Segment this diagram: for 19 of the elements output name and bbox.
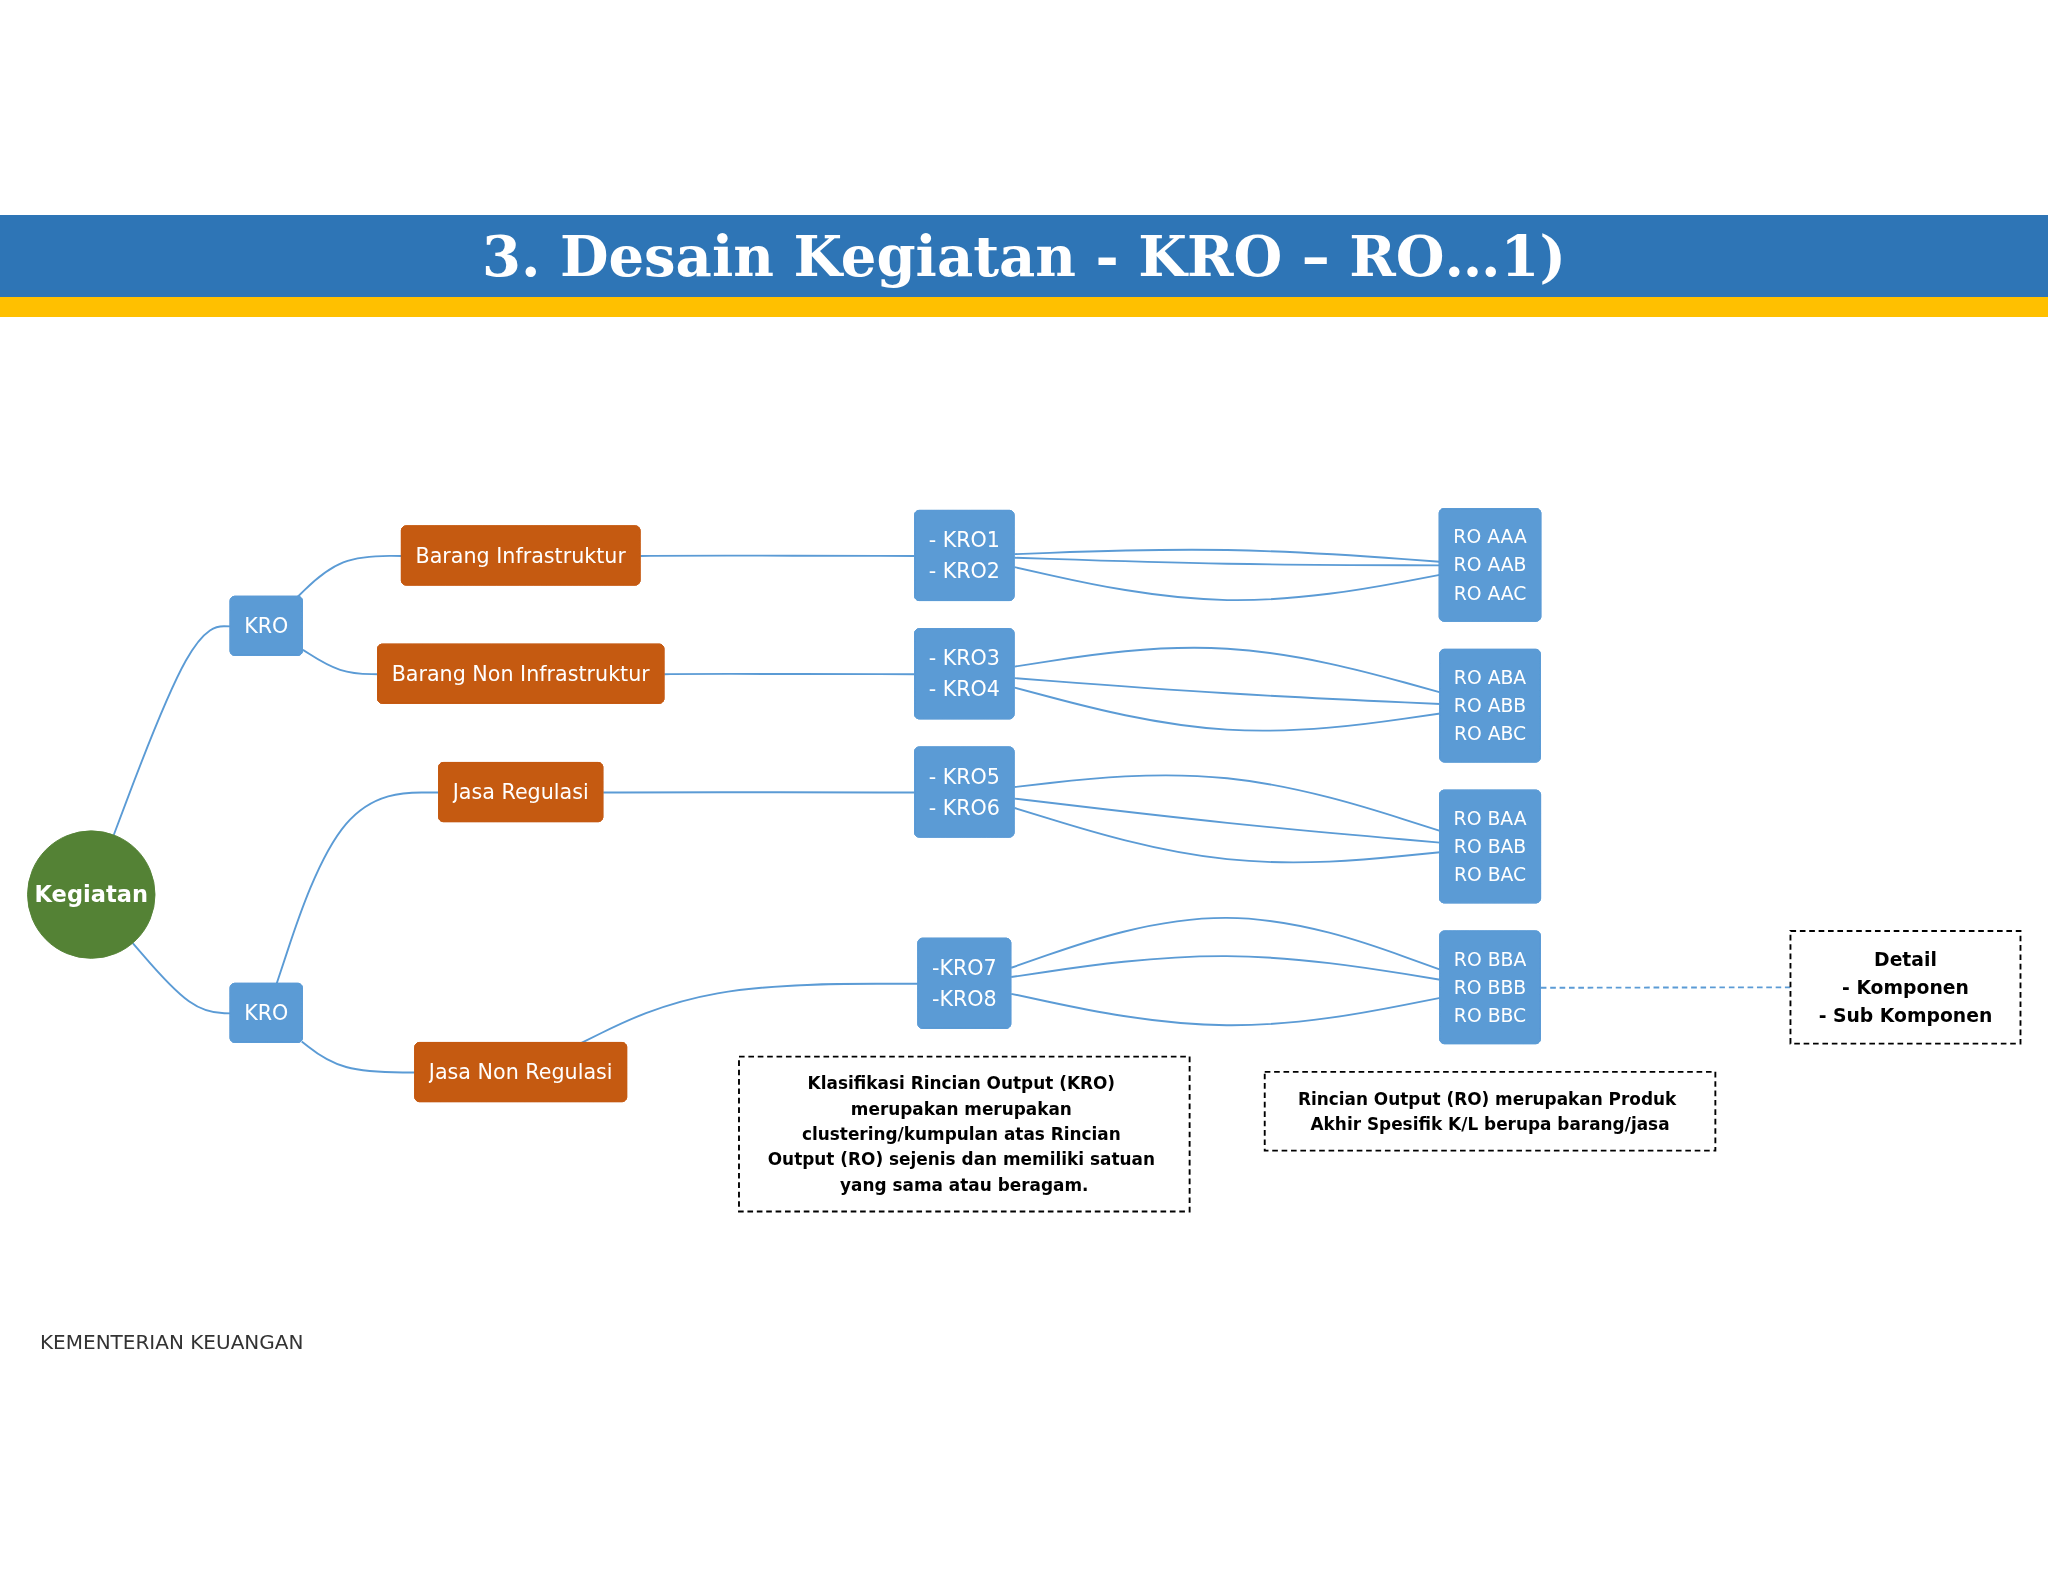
slide-title: 3. Desain Kegiatan - KRO – RO…1) (481, 223, 1567, 289)
node-box: Rincian Output (RO) merupakan Produk Akhir Spesifik K/L berupa barang/jasa (1263, 1070, 1717, 1152)
node-box: Klasifikasi Rincian Output (KRO) merupakan merupakan clustering/kumpulan atas Rincian Output (RO) sejenis dan memiliki satuan yang sama atau beragam. (738, 1055, 1191, 1213)
node-circle: Kegiatan (27, 830, 156, 959)
connector (131, 942, 232, 1015)
connector (663, 672, 916, 676)
connector (1013, 556, 1441, 567)
connector (1013, 548, 1441, 563)
connector (602, 791, 916, 794)
connector (1013, 807, 1441, 864)
footer-label: KEMENTERIAN KEUANGAN (40, 1330, 304, 1354)
connector (1013, 797, 1441, 844)
connector (1013, 774, 1441, 832)
node-box: Detail - Komponen - Sub Komponen (1789, 930, 2022, 1045)
connector (296, 554, 403, 598)
connector (1013, 566, 1441, 602)
connector (112, 625, 232, 836)
connector (301, 648, 379, 676)
connector (639, 554, 916, 557)
